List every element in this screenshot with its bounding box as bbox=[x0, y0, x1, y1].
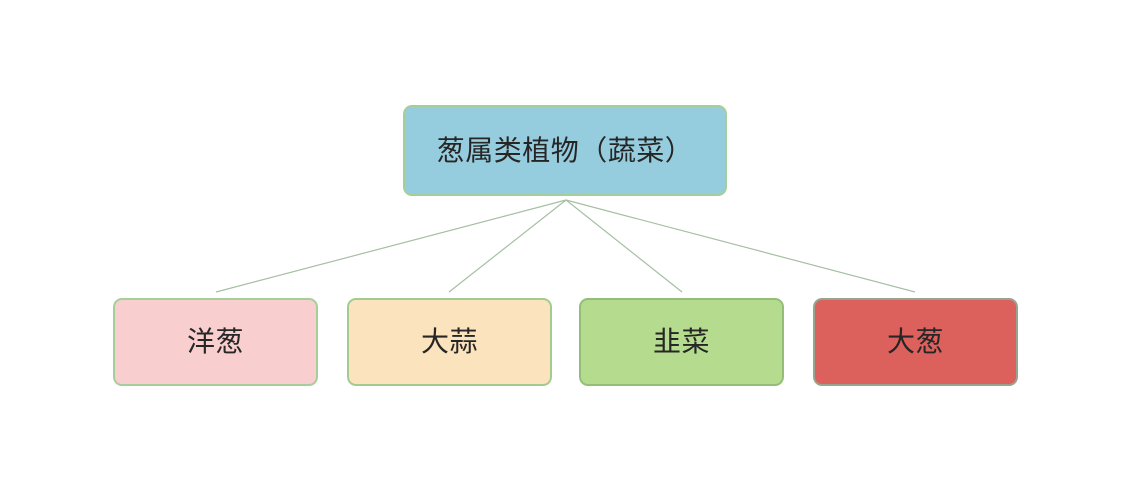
node-root-label: 葱属类植物（蔬菜） bbox=[436, 134, 694, 166]
node-child-scallion: 大葱 bbox=[813, 298, 1018, 386]
connector-root-to-chive bbox=[565, 199, 683, 293]
node-child-scallion-label: 大葱 bbox=[886, 326, 944, 357]
node-child-onion-label: 洋葱 bbox=[186, 326, 244, 357]
node-child-garlic: 大蒜 bbox=[347, 298, 552, 386]
connector-root-to-scallion bbox=[565, 199, 916, 293]
node-child-onion: 洋葱 bbox=[113, 298, 318, 386]
node-child-garlic-label: 大蒜 bbox=[420, 326, 478, 357]
node-child-chive-label: 韭菜 bbox=[652, 326, 710, 357]
node-child-chive: 韭菜 bbox=[579, 298, 784, 386]
node-root-allium: 葱属类植物（蔬菜） bbox=[403, 105, 727, 196]
connector-root-to-onion bbox=[215, 199, 567, 293]
connector-root-to-garlic bbox=[448, 199, 567, 293]
